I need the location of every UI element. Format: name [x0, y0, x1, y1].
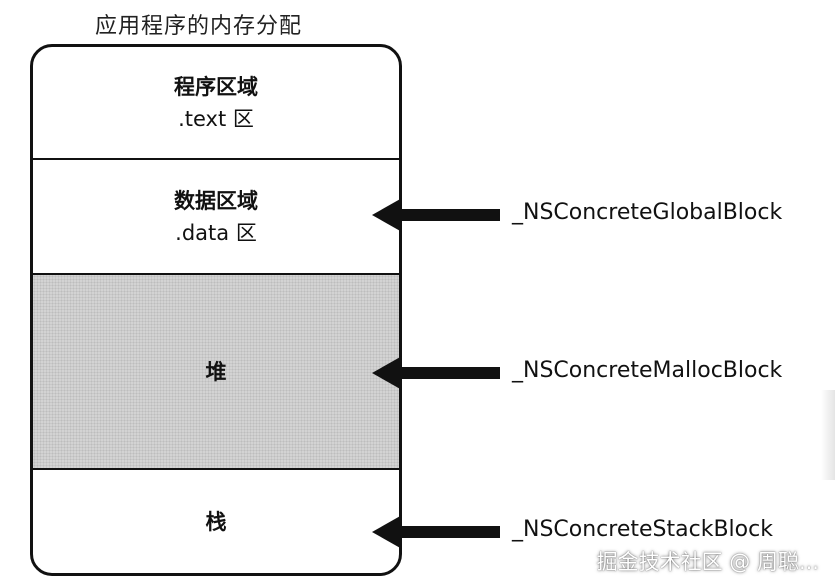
- data-segment: 数据区域 .data 区: [33, 160, 399, 275]
- global-block-label: _NSConcreteGlobalBlock: [512, 200, 783, 225]
- stack-block-label: _NSConcreteStackBlock: [512, 517, 773, 542]
- data-segment-title: 数据区域: [174, 188, 258, 213]
- stack-segment-title: 栈: [205, 509, 227, 534]
- watermark: 掘金技术社区 @ 周聪...: [596, 550, 819, 574]
- heap-segment-title: 堆: [205, 359, 227, 384]
- diagram-title: 应用程序的内存分配: [95, 14, 303, 39]
- data-segment-subtitle: .data 区: [175, 220, 257, 245]
- text-segment-title: 程序区域: [174, 74, 258, 99]
- edge-shading: [821, 390, 835, 480]
- memory-box: 程序区域 .text 区 数据区域 .data 区 堆 栈: [30, 44, 402, 576]
- stack-block-arrow-icon: [372, 515, 502, 549]
- malloc-block-arrow-icon: [372, 356, 502, 390]
- stack-segment: 栈: [33, 470, 399, 573]
- text-segment: 程序区域 .text 区: [33, 47, 399, 160]
- global-block-arrow-icon: [372, 198, 502, 232]
- text-segment-subtitle: .text 区: [178, 106, 254, 131]
- heap-segment: 堆: [33, 275, 399, 470]
- malloc-block-label: _NSConcreteMallocBlock: [512, 358, 783, 383]
